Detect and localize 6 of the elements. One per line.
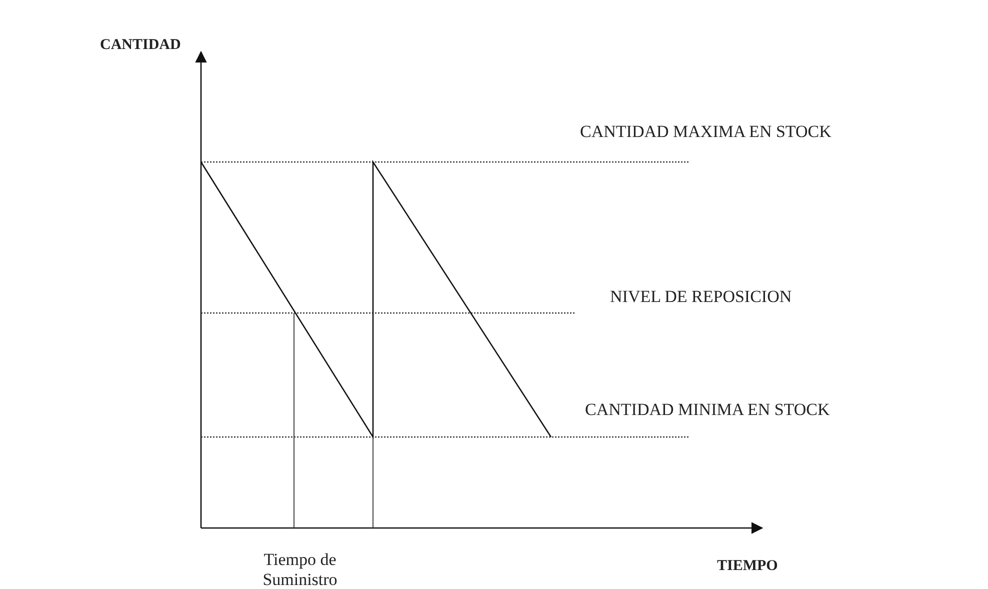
- level-label: NIVEL DE REPOSICION: [610, 287, 792, 308]
- axis-annotation: Tiempo de Suministro: [262, 550, 338, 589]
- axis-title: TIEMPO: [717, 557, 778, 575]
- level-label: CANTIDAD MINIMA EN STOCK: [585, 400, 830, 420]
- level-label: CANTIDAD MAXIMA EN STOCK: [580, 122, 832, 142]
- axis-title: CANTIDAD: [100, 36, 181, 54]
